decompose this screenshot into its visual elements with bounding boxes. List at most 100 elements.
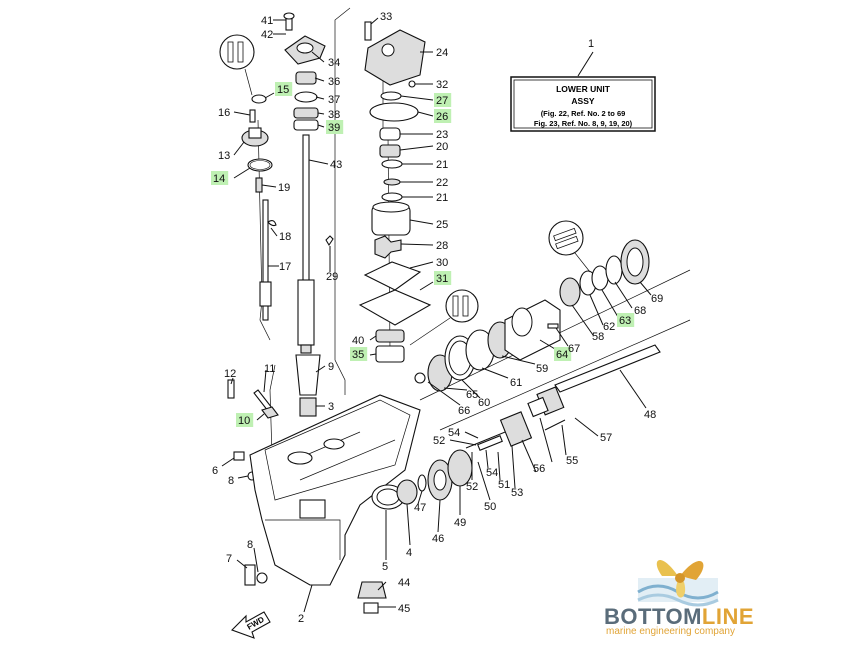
part-label-2: 2 bbox=[298, 613, 304, 625]
label-highlight bbox=[326, 120, 344, 134]
label-highlight bbox=[434, 271, 452, 285]
part-label-68: 68 bbox=[634, 305, 646, 317]
part-label-16: 16 bbox=[218, 107, 230, 119]
propeller-shaft-group bbox=[536, 344, 661, 416]
label-highlight bbox=[617, 313, 635, 327]
part-label-40: 40 bbox=[352, 335, 364, 347]
logo-title: BOTTOMLINE bbox=[604, 604, 754, 630]
part-label-37: 37 bbox=[328, 94, 340, 106]
part-label-53: 53 bbox=[511, 487, 523, 499]
part-label-31: 31 bbox=[436, 273, 448, 285]
part-label-64: 64 bbox=[556, 349, 568, 361]
part-label-52b: 52 bbox=[433, 435, 445, 447]
part-label-17: 17 bbox=[279, 261, 291, 273]
part-label-10: 10 bbox=[238, 415, 250, 427]
part-label-23: 23 bbox=[436, 129, 448, 141]
part-labels: 4142343637153839161314194318172933243227… bbox=[211, 11, 663, 625]
part-label-56: 56 bbox=[533, 463, 545, 475]
part-label-29: 29 bbox=[326, 271, 338, 283]
part-label-62: 62 bbox=[603, 321, 615, 333]
part-label-57: 57 bbox=[600, 432, 612, 444]
part-label-21b: 21 bbox=[436, 192, 448, 204]
assembly-title-line2: ASSY bbox=[571, 96, 594, 106]
part-label-13: 13 bbox=[218, 150, 230, 162]
part-label-65: 65 bbox=[466, 389, 478, 401]
drive-shaft-group bbox=[283, 12, 334, 417]
clutch-group bbox=[409, 220, 650, 487]
part-label-43: 43 bbox=[330, 159, 342, 171]
label-highlight bbox=[554, 347, 572, 361]
assembly-ref-line1: (Fig. 22, Ref. No. 2 to 69 bbox=[541, 109, 626, 118]
part-label-14: 14 bbox=[213, 173, 225, 185]
part-label-21a: 21 bbox=[436, 159, 448, 171]
part-label-63: 63 bbox=[619, 315, 631, 327]
part-label-30: 30 bbox=[436, 257, 448, 269]
label-highlight bbox=[350, 347, 368, 361]
part-label-38: 38 bbox=[328, 109, 340, 121]
logo-tagline: marine engineering company bbox=[606, 626, 735, 637]
logo-name-part2: LINE bbox=[701, 604, 755, 629]
part-label-3: 3 bbox=[328, 401, 334, 413]
leader-lines bbox=[221, 17, 652, 613]
part-label-55: 55 bbox=[566, 455, 578, 467]
part-label-66: 66 bbox=[458, 405, 470, 417]
part-label-8b: 8 bbox=[247, 539, 253, 551]
part-label-58: 58 bbox=[592, 331, 604, 343]
part-label-33: 33 bbox=[380, 11, 392, 23]
part-label-41: 41 bbox=[261, 15, 273, 27]
part-label-36: 36 bbox=[328, 76, 340, 88]
part-label-19: 19 bbox=[278, 182, 290, 194]
part-label-59: 59 bbox=[536, 363, 548, 375]
part-label-25: 25 bbox=[436, 219, 448, 231]
part-label-9: 9 bbox=[328, 361, 334, 373]
assembly-box: 1 LOWER UNIT ASSY (Fig. 22, Ref. No. 2 t… bbox=[510, 38, 656, 132]
assembly-guide-lines bbox=[257, 7, 691, 456]
part-label-27: 27 bbox=[436, 95, 448, 107]
part-label-49: 49 bbox=[454, 517, 466, 529]
label-highlight bbox=[434, 93, 452, 107]
label-highlight bbox=[236, 413, 254, 427]
part-label-6: 6 bbox=[212, 465, 218, 477]
shift-rod-group bbox=[219, 34, 277, 321]
part-label-12: 12 bbox=[224, 368, 236, 380]
part-label-22: 22 bbox=[436, 177, 448, 189]
part-label-32: 32 bbox=[436, 79, 448, 91]
part-label-8a: 8 bbox=[228, 475, 234, 487]
part-label-11: 11 bbox=[264, 363, 275, 375]
assembly-ref-line2: Fig. 23, Ref. No. 8, 9, 19, 20) bbox=[534, 119, 633, 128]
part-label-34: 34 bbox=[328, 57, 340, 69]
assembly-number: 1 bbox=[588, 38, 594, 50]
part-label-50: 50 bbox=[484, 501, 496, 513]
part-label-15: 15 bbox=[277, 84, 289, 96]
part-label-60: 60 bbox=[478, 397, 490, 409]
part-label-67: 67 bbox=[568, 343, 580, 355]
label-highlight bbox=[211, 171, 229, 185]
lower-case-body bbox=[249, 394, 421, 586]
part-label-7: 7 bbox=[226, 553, 232, 565]
part-label-45: 45 bbox=[398, 603, 410, 615]
water-pump-group bbox=[358, 21, 432, 363]
bottomline-logo-icon bbox=[637, 560, 719, 607]
part-label-4: 4 bbox=[406, 547, 412, 559]
part-label-51: 51 bbox=[498, 479, 510, 491]
part-label-35: 35 bbox=[352, 349, 364, 361]
pinion-group bbox=[357, 459, 453, 614]
part-label-54a: 54 bbox=[448, 427, 460, 439]
part-label-5: 5 bbox=[382, 561, 388, 573]
assembly-title-line1: LOWER UNIT bbox=[556, 84, 611, 94]
part-label-48: 48 bbox=[644, 409, 656, 421]
label-highlight bbox=[275, 82, 293, 96]
part-label-52a: 52 bbox=[466, 481, 478, 493]
fwd-arrow: FWD bbox=[231, 611, 271, 639]
part-label-28: 28 bbox=[436, 240, 448, 252]
logo-name-part1: BOTTOM bbox=[604, 604, 702, 629]
part-label-20: 20 bbox=[436, 141, 448, 153]
part-label-44: 44 bbox=[398, 577, 410, 589]
part-label-18: 18 bbox=[279, 231, 291, 243]
part-label-39: 39 bbox=[328, 122, 340, 134]
part-label-54b: 54 bbox=[486, 467, 498, 479]
label-highlight bbox=[434, 109, 452, 123]
part-label-69: 69 bbox=[651, 293, 663, 305]
